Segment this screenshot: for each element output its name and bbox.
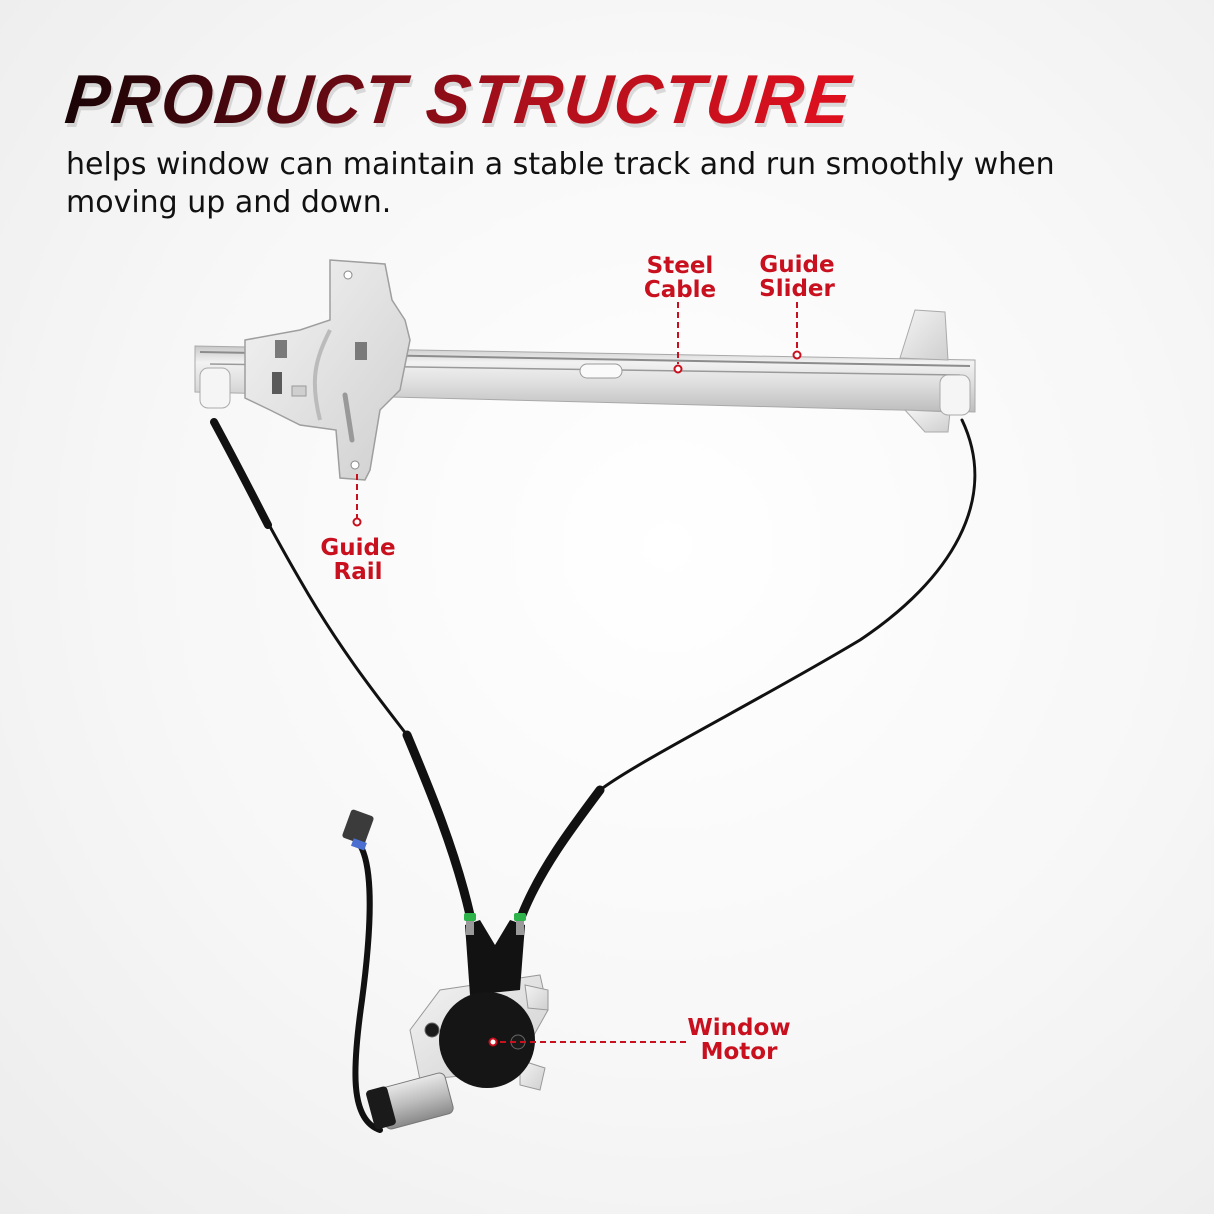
- window-motor-assembly: [366, 913, 549, 1130]
- steel-cable-dot: [673, 364, 683, 374]
- callout-guide-slider-line1: Guide: [759, 252, 835, 278]
- callout-guide-rail-line2: Rail: [333, 559, 383, 585]
- callout-window-motor: Window Motor: [686, 1016, 792, 1064]
- callout-guide-slider-line2: Slider: [759, 276, 835, 302]
- callout-lines: [356, 302, 798, 1043]
- guide-slider-plate: [244, 259, 411, 481]
- callout-dots: [352, 350, 802, 1047]
- callout-window-motor-line1: Window: [687, 1015, 791, 1041]
- callout-window-motor-line2: Motor: [700, 1039, 778, 1065]
- callout-steel-cable-line1: Steel: [646, 253, 714, 279]
- callout-steel-cable: Steel Cable: [640, 254, 720, 302]
- guide-rail-dot: [352, 517, 362, 527]
- callout-guide-rail: Guide Rail: [316, 536, 400, 584]
- callout-guide-slider: Guide Slider: [755, 253, 839, 301]
- steel-cable-group: [210, 418, 977, 1133]
- window-motor-dot: [488, 1037, 498, 1047]
- guide-slider-dot: [792, 350, 802, 360]
- callout-guide-rail-line1: Guide: [320, 535, 396, 561]
- callout-steel-cable-line2: Cable: [643, 277, 717, 303]
- connector-plug: [342, 809, 374, 851]
- page-subtitle: helps window can maintain a stable track…: [66, 147, 1055, 220]
